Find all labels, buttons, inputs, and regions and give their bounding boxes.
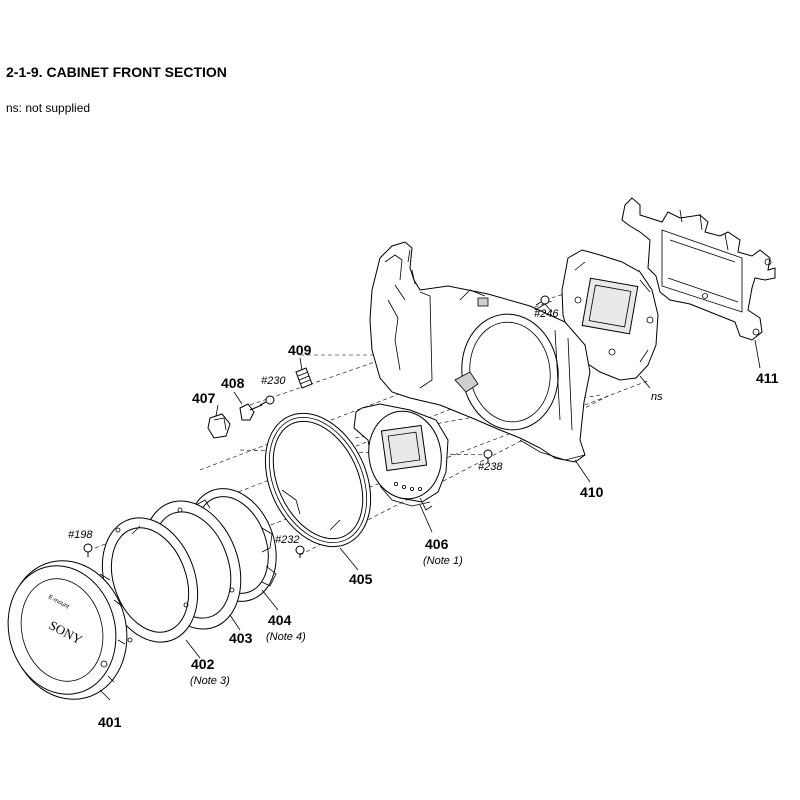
page-title: 2-1-9. CABINET FRONT SECTION: [6, 64, 227, 80]
part-406-mount-block[interactable]: [353, 403, 449, 511]
part-401-body-cap[interactable]: [0, 547, 142, 712]
part-410-front-cabinet[interactable]: [369, 241, 591, 463]
label-411: 411: [756, 370, 779, 386]
screw-198-icon[interactable]: [83, 543, 93, 557]
part-411-bracket[interactable]: [621, 197, 776, 341]
label-screw-230: #230: [261, 375, 286, 387]
leader-lines: [99, 339, 761, 701]
screw-238-icon[interactable]: [483, 449, 493, 463]
label-screw-246: #246: [534, 308, 559, 320]
label-406: 406: [425, 536, 449, 552]
label-screw-238: #238: [478, 461, 503, 473]
label-408: 408: [221, 375, 245, 391]
label-404-note: (Note 4): [266, 631, 306, 643]
screw-230-icon[interactable]: [259, 395, 275, 406]
part-409-spring[interactable]: [295, 367, 313, 389]
label-402-note: (Note 3): [190, 675, 230, 687]
label-401: 401: [98, 714, 122, 730]
label-404: 404: [268, 612, 292, 628]
label-402: 402: [191, 656, 215, 672]
label-410: 410: [580, 484, 604, 500]
label-ns: ns: [651, 391, 663, 403]
label-405: 405: [349, 571, 373, 587]
part-408-release-pin[interactable]: [239, 403, 263, 421]
part-407-release-button[interactable]: [207, 413, 231, 439]
part-405-front-ring[interactable]: [245, 396, 391, 563]
label-409: 409: [288, 342, 312, 358]
label-screw-198: #198: [68, 529, 93, 541]
screw-246-icon[interactable]: [535, 295, 550, 306]
label-406-note: (Note 1): [423, 555, 463, 567]
label-407: 407: [192, 390, 216, 406]
label-403: 403: [229, 630, 253, 646]
legend-note: ns: not supplied: [6, 101, 91, 115]
screw-232-icon[interactable]: [295, 545, 305, 558]
label-screw-232: #232: [275, 534, 299, 546]
